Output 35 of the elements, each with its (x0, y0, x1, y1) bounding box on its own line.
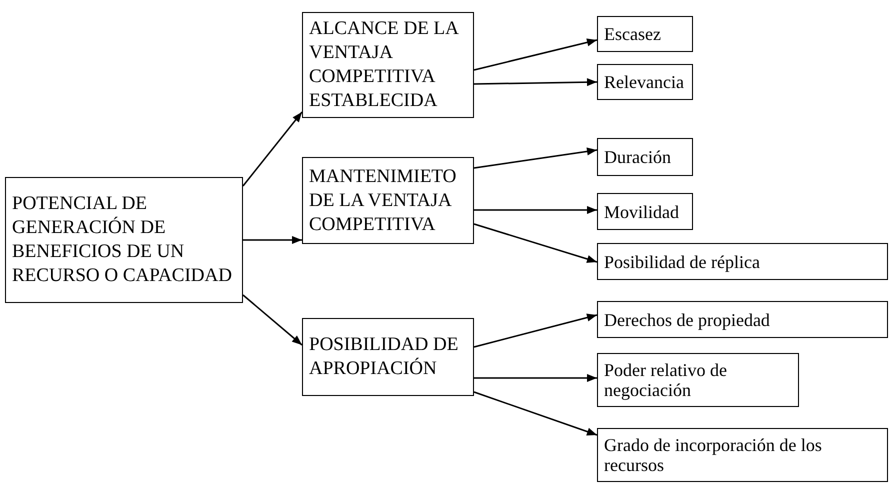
box-text: ALCANCE DE LA VENTAJA COMPETITIVA ESTABLECIDA (309, 17, 460, 113)
box-text: POSIBILIDAD DE APROPIACIÓN (309, 333, 460, 381)
arrow (474, 148, 598, 169)
category-box (302, 157, 474, 244)
box-text: Derechos de propiedad (604, 310, 770, 330)
factor-box (597, 138, 693, 176)
box-text: Escasez (604, 24, 661, 44)
category-box (302, 12, 474, 118)
factor-box (597, 301, 888, 338)
factor-box (597, 428, 888, 482)
arrow (242, 294, 302, 346)
category-box (5, 177, 243, 303)
arrow (474, 206, 597, 214)
arrow (474, 223, 598, 263)
factor-box (597, 193, 693, 230)
category-box (302, 318, 474, 396)
box-text: Relevancia (604, 72, 684, 92)
box-text: Posibilidad de réplica (604, 252, 760, 272)
factor-box (597, 353, 799, 407)
box-text: Grado de incorporación de los recursos (604, 435, 823, 475)
arrow (474, 38, 598, 71)
arrow (474, 78, 598, 86)
box-text: Poder relativo de negociación (604, 360, 728, 400)
arrow (243, 236, 302, 244)
box-text: Movilidad (604, 202, 679, 222)
arrow (474, 314, 598, 348)
box-text: Duración (604, 147, 671, 167)
factor-box (597, 16, 693, 52)
factor-box (597, 243, 888, 280)
arrow (242, 112, 303, 186)
box-text: POTENCIAL DE GENERACIÓN DE BENEFICIOS DE UN RECURSO O CAPACIDAD (12, 192, 233, 288)
box-text: MANTENIMIETO DE LA VENTAJA COMPETITIVA (309, 164, 458, 236)
arrow (474, 374, 597, 382)
arrow (474, 391, 598, 436)
factor-box (597, 64, 693, 100)
